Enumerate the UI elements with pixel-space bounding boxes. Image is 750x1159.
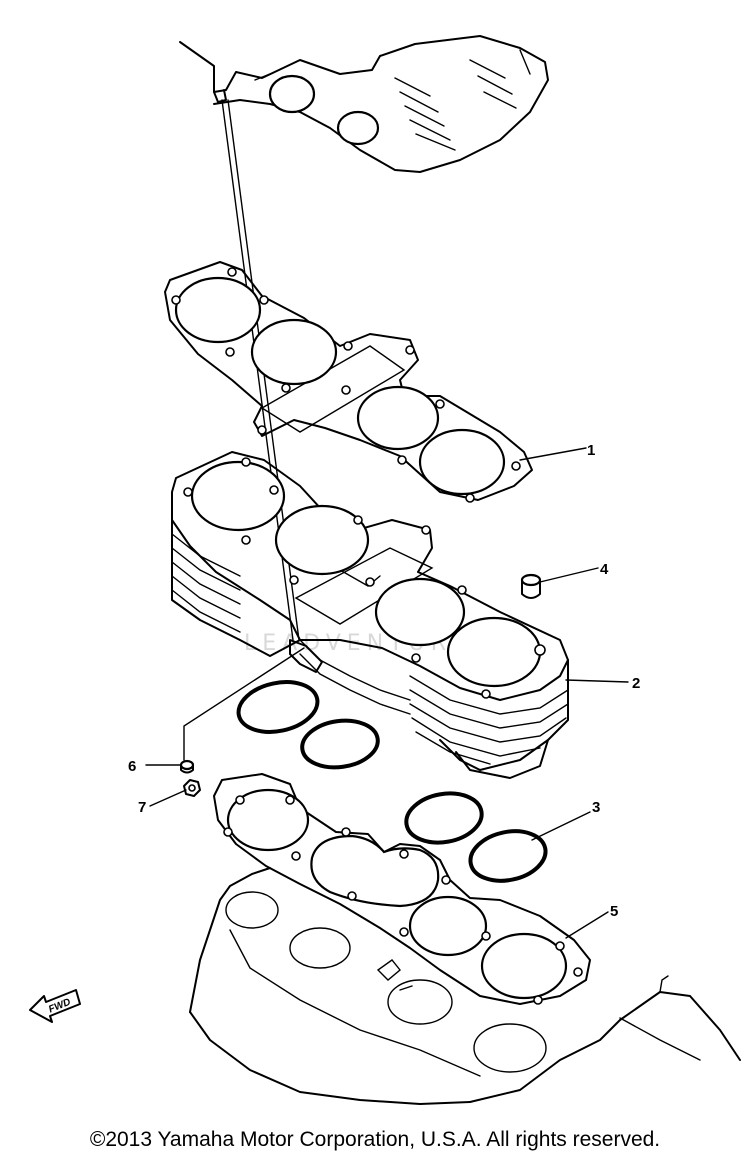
callout-3: 3 — [592, 799, 600, 816]
forward-arrow-icon: FWD — [29, 989, 81, 1023]
dowel-pin — [520, 573, 542, 599]
leader-line-4 — [539, 567, 599, 583]
crankcase — [189, 867, 741, 1105]
bolt-part-6 — [179, 759, 195, 774]
cylinder-block — [171, 451, 569, 779]
head-gasket-upper — [164, 261, 533, 503]
leader-line-6b — [183, 647, 305, 761]
callout-5: 5 — [610, 903, 618, 920]
callout-4: 4 — [600, 561, 609, 578]
callout-2: 2 — [632, 675, 640, 692]
copyright-notice: ©2013 Yamaha Motor Corporation, U.S.A. A… — [89, 1128, 661, 1151]
base-gasket — [213, 773, 591, 1005]
leader-line-3 — [531, 811, 591, 841]
leader-line-5 — [565, 911, 609, 939]
leader-line-2 — [565, 679, 629, 683]
o-rings — [236, 680, 548, 883]
leader-line-1 — [519, 447, 587, 461]
leader-line-7 — [149, 789, 187, 807]
cylinder-head — [179, 35, 549, 173]
callout-6: 6 — [128, 758, 136, 775]
callout-7: 7 — [138, 799, 146, 816]
nut-part-7 — [183, 779, 201, 797]
callout-1: 1 — [587, 442, 595, 459]
